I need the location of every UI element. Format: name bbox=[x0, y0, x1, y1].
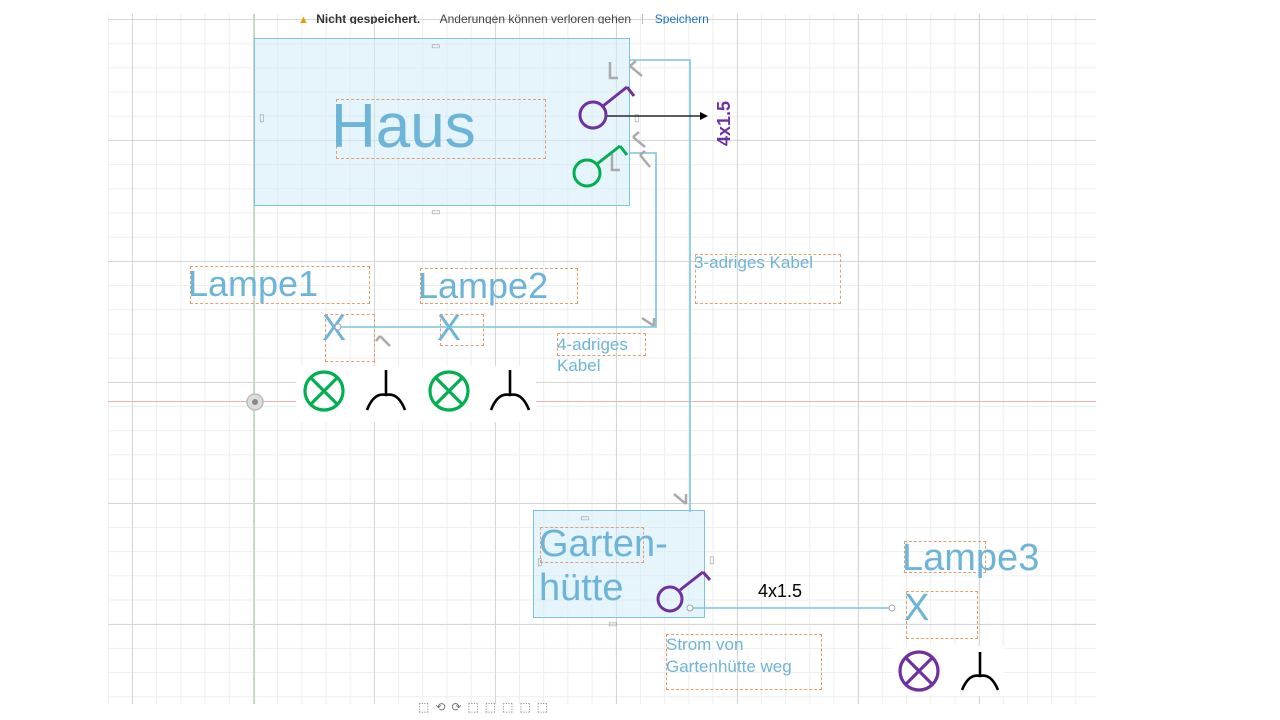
gartenhuette-container[interactable] bbox=[533, 510, 705, 618]
switch-symbol-icon[interactable] bbox=[572, 144, 629, 188]
socket-symbol-icon[interactable] bbox=[489, 370, 531, 411]
origin-marker-icon bbox=[246, 393, 264, 411]
connection-point[interactable] bbox=[686, 604, 694, 612]
gartenhuette-label-line1: Garten- bbox=[539, 523, 668, 565]
resize-handle-bottom[interactable]: ▭ bbox=[431, 207, 441, 218]
horizontal-guide-line bbox=[108, 401, 1096, 402]
divider bbox=[642, 14, 644, 24]
resize-handle-top[interactable]: ▭ bbox=[580, 513, 590, 524]
resize-handle-bottom[interactable]: ▭ bbox=[608, 619, 618, 630]
haus-label: Haus bbox=[331, 92, 476, 161]
warning-icon: ▲ bbox=[298, 14, 309, 25]
strom-label-frame bbox=[666, 634, 822, 690]
connector-haus-gartenhuette[interactable] bbox=[630, 59, 691, 512]
gartenhuette-label-frame bbox=[540, 527, 644, 563]
switch-symbol-icon[interactable] bbox=[656, 570, 712, 613]
lampe1-label-frame bbox=[190, 266, 370, 304]
strom-label-line2: Gartenhütte weg bbox=[666, 657, 792, 676]
vieradrig-label-line2: Kabel bbox=[557, 356, 601, 375]
cable-label-horizontal: 4x1.5 bbox=[758, 581, 803, 601]
lampe3-label-frame bbox=[904, 541, 986, 573]
lampe1-label: Lampe1 bbox=[188, 263, 319, 304]
socket-symbol-icon[interactable] bbox=[365, 370, 407, 411]
lampe3-x[interactable]: X bbox=[904, 587, 930, 629]
lampe3-x-frame bbox=[906, 591, 978, 639]
resize-handle-left[interactable]: ▯ bbox=[259, 113, 265, 124]
lamp-symbol-icon[interactable] bbox=[303, 370, 345, 412]
dreiadrig-label-frame bbox=[695, 254, 841, 304]
connection-point[interactable] bbox=[888, 604, 896, 612]
resize-handle-right[interactable]: ▯ bbox=[709, 555, 715, 566]
haus-container[interactable] bbox=[254, 38, 630, 206]
connector-haus-lampen[interactable] bbox=[338, 152, 657, 328]
status-text: Nicht gespeichert. bbox=[316, 14, 421, 24]
lampe1-x-frame bbox=[325, 314, 375, 362]
save-status-bar: ▲ Nicht gespeichert. Änderungen können v… bbox=[298, 14, 718, 24]
gartenhuette-label-line2: hütte bbox=[539, 567, 624, 609]
vertical-guide-line bbox=[254, 14, 255, 704]
lampe2-label-frame bbox=[420, 268, 578, 304]
save-link[interactable]: Speichern bbox=[654, 14, 709, 24]
editor-toolbar[interactable]: ⬚⟲⟳⬚⬚⬚⬚⬚ bbox=[418, 700, 555, 714]
dreiadrig-label: 3-adriges Kabel bbox=[694, 253, 814, 272]
resize-handle-top[interactable]: ▭ bbox=[431, 41, 441, 52]
lampe3-label: Lampe3 bbox=[902, 537, 1040, 579]
lamp-symbol-icon[interactable] bbox=[898, 650, 940, 692]
strom-label-line1: Strom von bbox=[666, 635, 744, 654]
status-message: Änderungen können verloren gehen bbox=[439, 14, 632, 24]
connection-point[interactable] bbox=[334, 323, 342, 331]
switch-symbol-icon[interactable] bbox=[578, 85, 636, 130]
resize-handle-left[interactable]: ▯ bbox=[537, 557, 543, 568]
socket-symbol-icon[interactable] bbox=[960, 652, 1000, 691]
haus-label-frame bbox=[336, 99, 546, 159]
vieradrig-label-frame bbox=[557, 333, 646, 356]
vieradrig-label-line1: 4-adriges bbox=[557, 335, 628, 354]
lamp-symbol-icon[interactable] bbox=[428, 370, 470, 412]
resize-handle-right[interactable]: ▯ bbox=[634, 113, 640, 124]
lampe2-label: Lampe2 bbox=[418, 265, 549, 306]
lampe2-x-frame bbox=[440, 314, 484, 346]
